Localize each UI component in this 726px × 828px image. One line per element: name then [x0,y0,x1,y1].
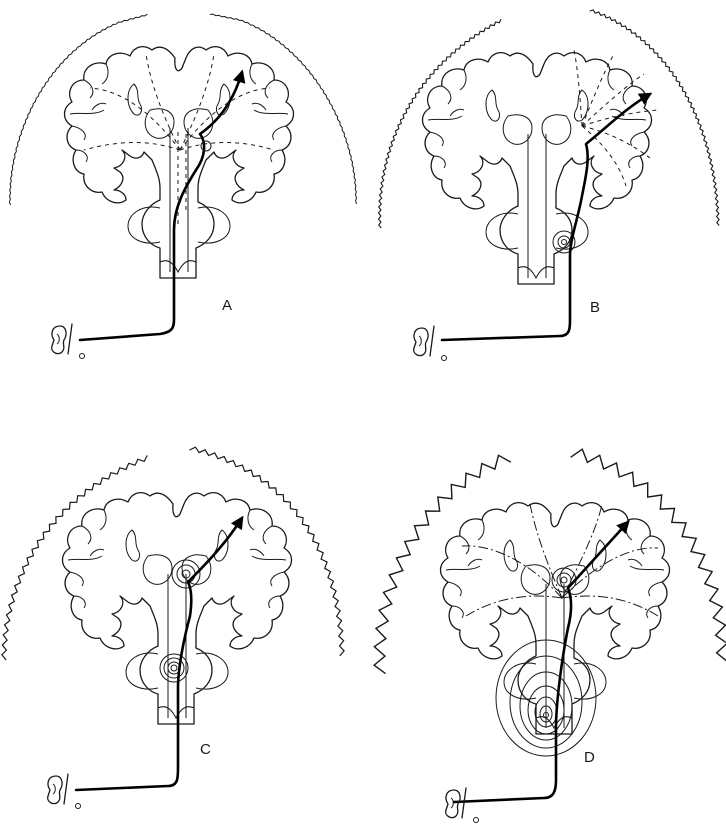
eeg-wave-b-right [590,10,720,226]
eeg-wave-c-right [190,447,345,656]
panel-label-a: A [222,297,232,314]
brain-section-icon [423,53,652,284]
brain-section-icon [441,503,670,734]
eeg-wave-b [379,19,502,228]
eeg-wave-d [374,455,511,673]
sensory-pathway-arrow-icon [76,518,242,790]
panel-b: B [379,10,720,361]
eeg-wave-a [9,14,147,205]
panel-label-d: D [584,749,595,766]
brain-section-icon [65,47,294,278]
eeg-wave-d-right [571,449,726,662]
ear-stimulus-icon [52,324,85,359]
ear-stimulus-icon [414,326,447,361]
eeg-wave-a-right [210,14,357,204]
panel-a: A [9,14,356,358]
panel-label-c: C [200,741,211,758]
eeg-wave-c [2,455,147,660]
panel-d: D [374,449,726,822]
panel-label-b: B [590,299,600,316]
sensory-pathway-arrow-icon [454,522,628,802]
ear-stimulus-icon [446,788,479,823]
ear-stimulus-icon [48,774,81,809]
sensory-pathway-arrow-icon [80,72,242,340]
panel-c: C [2,447,344,808]
